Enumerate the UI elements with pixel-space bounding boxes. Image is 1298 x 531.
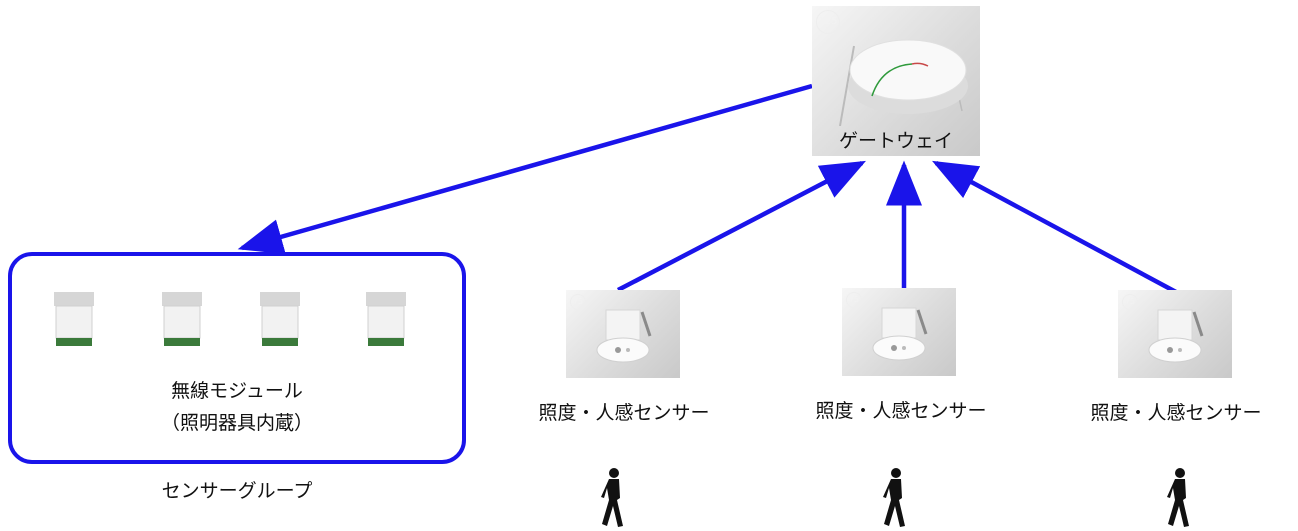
sensor-badge: 75	[570, 294, 586, 310]
sensor-device-1: 75	[566, 290, 680, 378]
wireless-module-icon	[160, 292, 204, 348]
gateway-label: ゲートウェイ	[838, 130, 953, 152]
sensor-badge: 75	[1122, 294, 1138, 310]
sensor-device-3: 75	[1118, 290, 1232, 378]
walking-person-icon	[1167, 468, 1189, 527]
gateway-badge: 125	[816, 10, 840, 34]
arrow-gateway-to-group	[237, 83, 813, 255]
sensor-badge: 75	[846, 292, 862, 308]
ceiling-sensor-icon	[872, 307, 928, 361]
ceiling-sensor-icon	[1148, 309, 1204, 363]
wireless-module-icon	[52, 292, 96, 348]
walking-person-icon	[601, 468, 623, 527]
sensor-device-2: 75	[842, 288, 956, 376]
sensor-group-label: センサーグループ	[161, 480, 313, 502]
arrow-sensor1-to-gateway	[616, 160, 866, 292]
walking-person-icon	[883, 468, 905, 527]
sensor-label-1: 照度・人感センサー	[538, 402, 710, 424]
sensor-label-2: 照度・人感センサー	[815, 400, 987, 422]
gateway-device-icon	[839, 39, 968, 126]
gateway-device: 125 ゲートウェイ	[812, 6, 980, 156]
ceiling-sensor-icon	[596, 309, 652, 363]
sensor-group-box	[8, 252, 466, 464]
wireless-module-icon	[364, 292, 408, 348]
arrow-sensor3-to-gateway	[932, 160, 1178, 294]
sensor-label-3: 照度・人感センサー	[1090, 402, 1262, 424]
wireless-module-icon	[258, 292, 302, 348]
module-label-line2: （照明器具内蔵）	[160, 412, 313, 434]
module-label-line1: 無線モジュール	[171, 380, 303, 402]
